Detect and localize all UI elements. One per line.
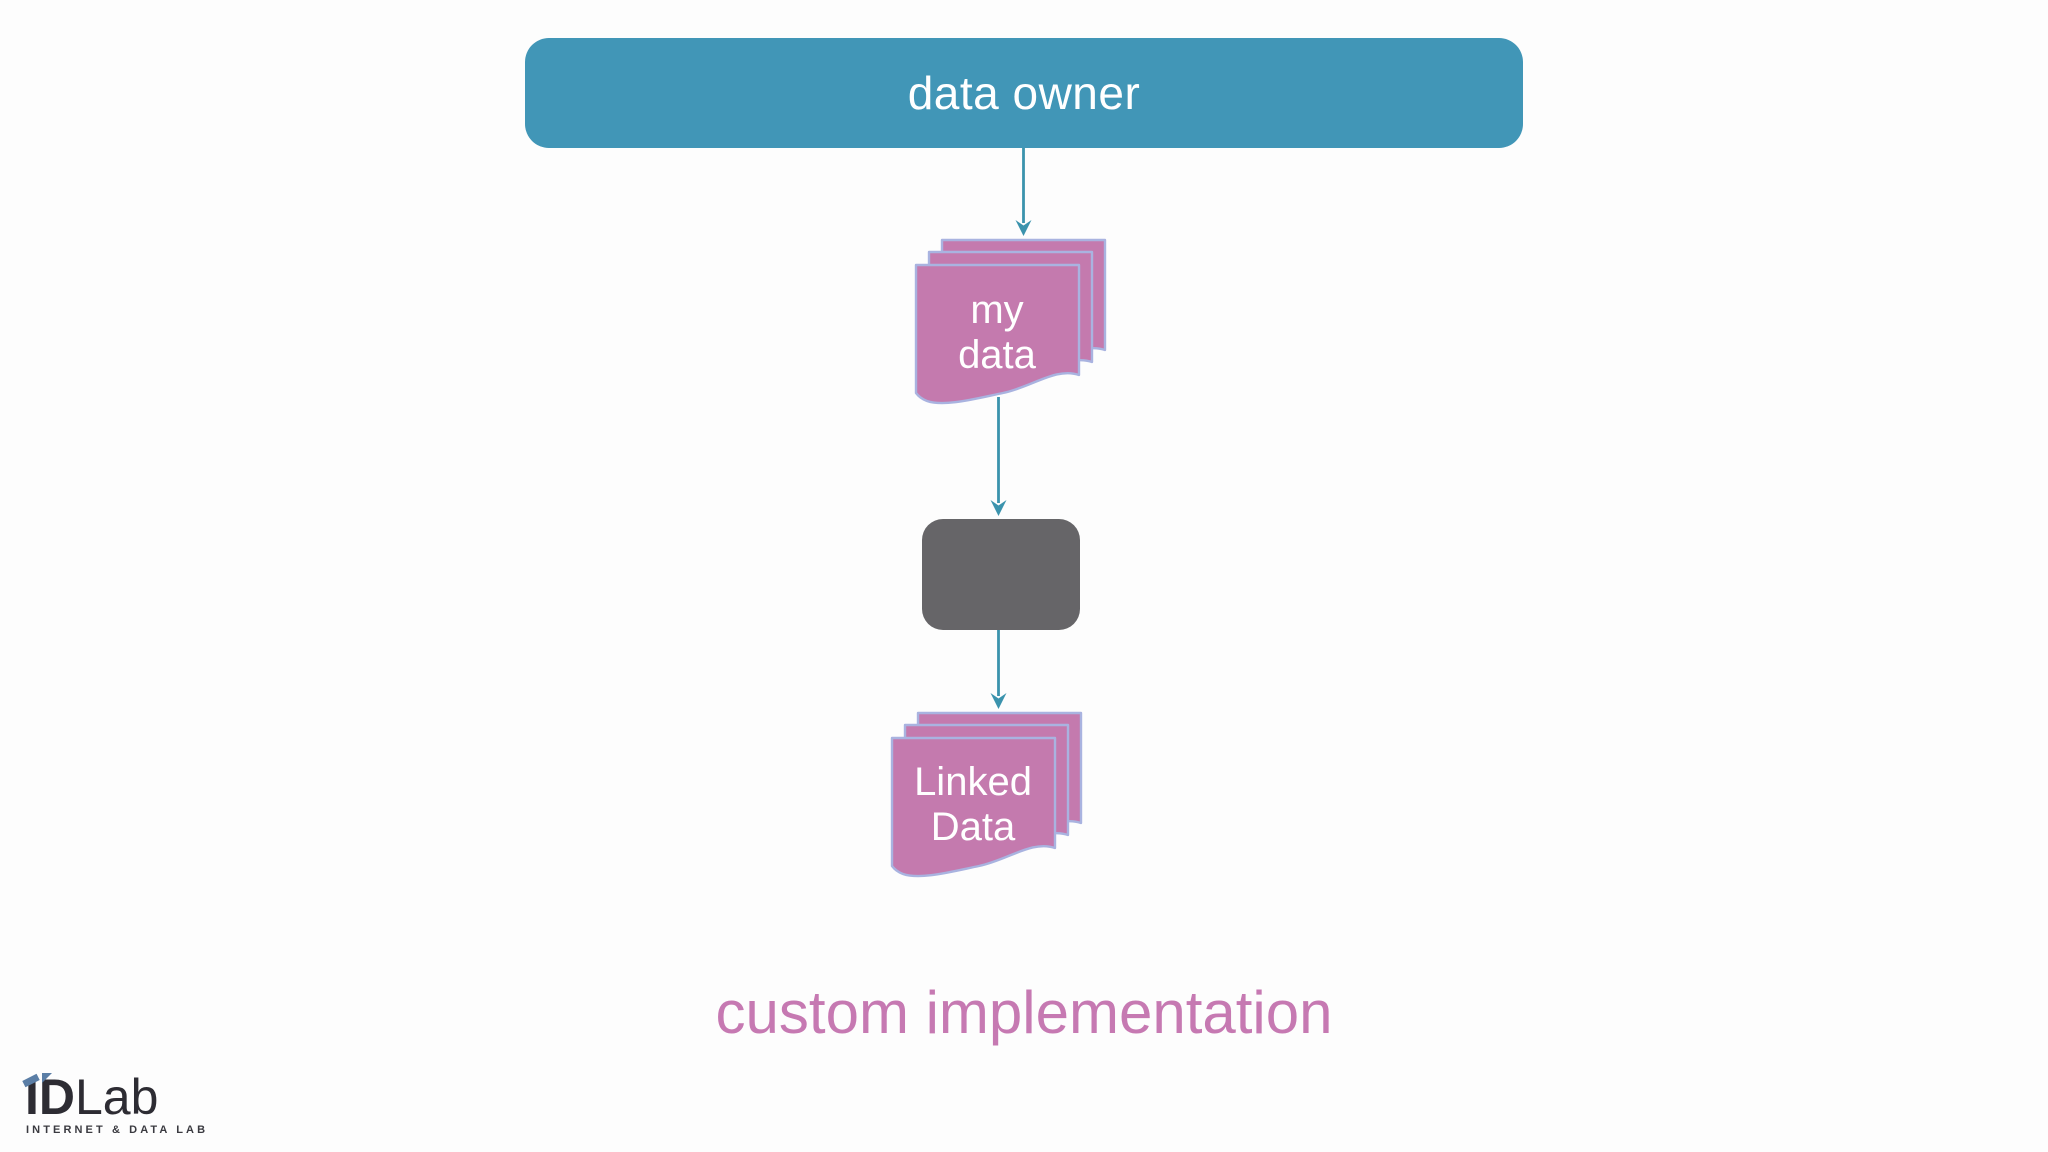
- logo-wordmark: IDLab: [25, 1072, 205, 1122]
- arrow-owner-to-mydata: [1015, 148, 1032, 236]
- arrow-mydata-to-process: [990, 397, 1007, 516]
- my-data-label: my data: [958, 288, 1036, 377]
- linked-data-label: Linked Data: [914, 760, 1032, 849]
- data-owner-node: data owner: [525, 38, 1523, 148]
- caption-text: custom implementation: [715, 979, 1333, 1046]
- data-owner-label: data owner: [907, 67, 1141, 119]
- logo-wordmark-light: Lab: [75, 1069, 159, 1125]
- logo-subtitle: INTERNET & DATA LAB: [26, 1124, 209, 1136]
- logo-d-accent-shape: [42, 1073, 52, 1083]
- process-node: [922, 519, 1080, 630]
- idlab-logo: IDLab INTERNET & DATA LAB: [22, 1072, 209, 1142]
- arrow-process-to-linkeddata: [990, 630, 1007, 709]
